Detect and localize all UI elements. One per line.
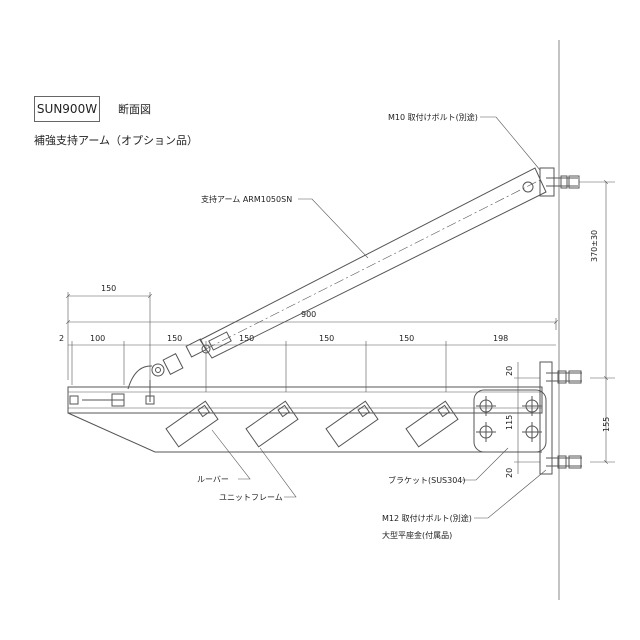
dim-seg-150b: 150 — [239, 334, 255, 343]
wall-bracket — [473, 361, 553, 475]
m12-bolts — [546, 370, 582, 469]
dim-overall-900: 900 — [301, 310, 317, 319]
label-bolt-m10: M10 取付けボルト(別途) — [388, 113, 478, 122]
label-louver: ルーバー — [197, 475, 229, 484]
louver-group — [165, 400, 459, 448]
view-name: 断面図 — [118, 103, 151, 116]
top-bracket — [539, 167, 580, 197]
leader-lines — [211, 116, 547, 519]
dim-seg-150d: 150 — [399, 334, 415, 343]
unit-frame — [67, 386, 543, 453]
dim-bracket-115: 115 — [505, 414, 514, 430]
dim-offset-2: 2 — [59, 334, 65, 343]
model-number-box: SUN900W — [34, 96, 100, 122]
dim-seg-198: 198 — [493, 334, 509, 343]
dim-seg-150c: 150 — [319, 334, 335, 343]
dim-vert-370: 370±30 — [590, 229, 599, 262]
subtitle: 補強支持アーム（オプション品） — [34, 134, 199, 147]
label-unit-frame: ユニットフレーム — [219, 493, 283, 502]
dim-vert-155: 155 — [602, 416, 611, 432]
dimension-lines — [68, 182, 615, 474]
label-washer: 大型平座金(付属品) — [382, 531, 453, 540]
label-support-arm: 支持アーム ARM1050SN — [201, 195, 293, 204]
label-bolt-m12: M12 取付けボルト(別途) — [382, 514, 472, 523]
dim-bracket-20-top: 20 — [505, 365, 514, 376]
label-bracket: ブラケット(SUS304) — [388, 476, 466, 485]
dim-seg-100: 100 — [90, 334, 106, 343]
dim-seg-150a: 150 — [167, 334, 183, 343]
arm-joint — [127, 353, 184, 405]
dim-top-150: 150 — [101, 284, 117, 293]
dim-bracket-20-bottom: 20 — [505, 467, 514, 478]
